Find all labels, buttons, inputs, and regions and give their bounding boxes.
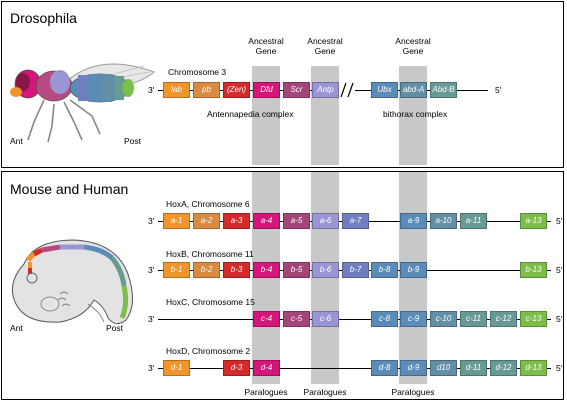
gene-box-d11: d-11 bbox=[460, 360, 487, 376]
gene-box-a3: a-3 bbox=[223, 213, 250, 229]
gene-box-b2: b-2 bbox=[193, 262, 220, 278]
panel-title: Drosophila bbox=[10, 10, 77, 26]
gene-box-b6: b-6 bbox=[312, 262, 339, 278]
gene-box-b13: b-13 bbox=[520, 262, 547, 278]
gene-box-c6: c-6 bbox=[312, 311, 339, 327]
gene-box-d13: d-13 bbox=[520, 360, 547, 376]
cluster-label-hoxc: HoxC, Chromosome 15 bbox=[166, 297, 255, 307]
five-prime-end: 5' bbox=[556, 216, 563, 226]
chromosome-line bbox=[158, 368, 551, 369]
chromosome-break-icon bbox=[340, 82, 354, 98]
gene-box-pb: pb bbox=[193, 82, 220, 98]
gene-box-b5: b-5 bbox=[283, 262, 310, 278]
bithorax-complex-label: bithorax complex bbox=[383, 109, 448, 119]
gene-box-d8: d-8 bbox=[371, 360, 398, 376]
gene-box-c8: c-8 bbox=[371, 311, 398, 327]
three-prime-end: 3' bbox=[148, 363, 155, 373]
gene-box-b3: b-3 bbox=[223, 262, 250, 278]
gene-box-c5: c-5 bbox=[283, 311, 310, 327]
gene-box-a2: a-2 bbox=[193, 213, 220, 229]
antennapedia-complex-label: Antennapedia complex bbox=[207, 109, 294, 119]
gene-box-a5: a-5 bbox=[283, 213, 310, 229]
three-prime-end: 3' bbox=[148, 216, 155, 226]
three-prime-end: 3' bbox=[148, 85, 155, 95]
paralogue-band bbox=[311, 172, 339, 384]
gene-box-b9: b-9 bbox=[400, 262, 427, 278]
paralogue-band bbox=[399, 172, 427, 384]
fly-illustration bbox=[10, 63, 155, 143]
gene-box-b1: b-1 bbox=[163, 262, 190, 278]
gene-box-b4: b-4 bbox=[253, 262, 280, 278]
gene-box-a13: a-13 bbox=[520, 213, 547, 229]
gene-box-a7: a-7 bbox=[342, 213, 369, 229]
gene-box-a1: a-1 bbox=[163, 213, 190, 229]
paralogues-label: Paralogues bbox=[391, 387, 435, 397]
axis-post-label: Post bbox=[124, 136, 142, 146]
panel-title: Mouse and Human bbox=[10, 181, 129, 197]
gene-box-abd-a: abd-A bbox=[400, 82, 427, 98]
chromosome-line bbox=[158, 319, 551, 320]
five-prime-end: 5' bbox=[495, 85, 502, 95]
paralogue-band bbox=[252, 172, 280, 384]
gene-box-a6: a-6 bbox=[312, 213, 339, 229]
gene-box-d10: d10 bbox=[430, 360, 457, 376]
axis-ant-label: Ant bbox=[10, 323, 23, 333]
gene-box-a9: a-9 bbox=[400, 213, 427, 229]
embryo-illustration bbox=[11, 239, 133, 324]
gene-box-d4: d-4 bbox=[253, 360, 280, 376]
gene-box-antp: Antp bbox=[312, 82, 339, 98]
paralogues-label: Paralogues bbox=[303, 387, 347, 397]
axis-ant-label: Ant bbox=[10, 136, 23, 146]
gene-box-lab: lab bbox=[163, 82, 190, 98]
gene-box-d9: d-9 bbox=[400, 360, 427, 376]
gene-box-b8: b-8 bbox=[371, 262, 398, 278]
gene-box-abd-b: Abd-B bbox=[430, 82, 457, 98]
gene-box-a4: a-4 bbox=[253, 213, 280, 229]
gene-box-c13: c-13 bbox=[520, 311, 547, 327]
gene-box-b7: b-7 bbox=[342, 262, 369, 278]
gene-box-d3: d-3 bbox=[223, 360, 250, 376]
three-prime-end: 3' bbox=[148, 265, 155, 275]
gene-box-a10: a-10 bbox=[430, 213, 457, 229]
axis-post-label: Post bbox=[106, 323, 124, 333]
five-prime-end: 5' bbox=[556, 265, 563, 275]
cluster-label-hoxb: HoxB, Chromosome 11 bbox=[166, 249, 254, 259]
gene-box-a11: a-11 bbox=[460, 213, 487, 229]
gene-box-dfd: Dfd bbox=[253, 82, 280, 98]
paralogues-label: Paralogues bbox=[244, 387, 288, 397]
gene-box-ubx: Ubx bbox=[371, 82, 398, 98]
gene-box-c9: c-9 bbox=[400, 311, 427, 327]
ancestral-band bbox=[311, 66, 339, 165]
five-prime-end: 5' bbox=[556, 314, 563, 324]
gene-box-c4: c-4 bbox=[253, 311, 280, 327]
gene-box-zen: (Zen) bbox=[223, 82, 250, 98]
gene-box-c10: c-10 bbox=[430, 311, 457, 327]
gene-box-c11: c-11 bbox=[460, 311, 487, 327]
gene-box-c12: c-12 bbox=[490, 311, 517, 327]
chromosome-label: Chromosome 3 bbox=[168, 67, 227, 77]
three-prime-end: 3' bbox=[148, 314, 155, 324]
gene-box-scr: Scr bbox=[283, 82, 310, 98]
gene-box-d1: d-1 bbox=[163, 360, 190, 376]
five-prime-end: 5' bbox=[556, 363, 563, 373]
cluster-label-hoxd: HoxD, Chromosome 2 bbox=[166, 346, 251, 356]
gene-box-d12: d-12 bbox=[490, 360, 517, 376]
cluster-label-hoxa: HoxA, Chromosome 6 bbox=[166, 199, 250, 209]
